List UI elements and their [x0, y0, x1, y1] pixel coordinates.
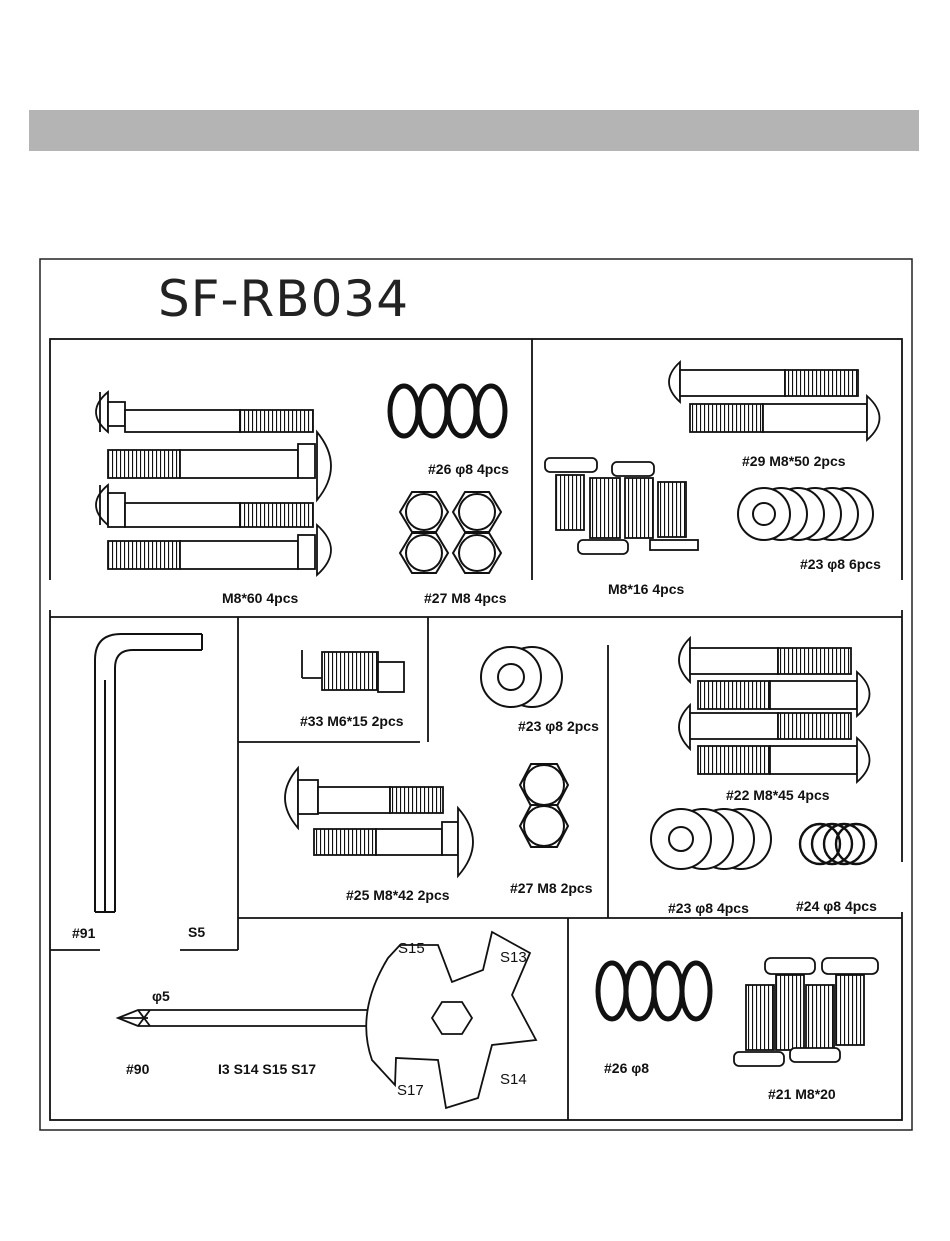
hex-nut-27-two-group	[520, 764, 568, 847]
carriage-bolt-m8x42-group	[285, 768, 473, 876]
flat-washer-23-two-group	[481, 647, 562, 707]
spring-washer-24-group	[800, 824, 876, 864]
carriage-bolt-m8x60-group	[96, 392, 331, 575]
label-25-bolt: #25 M8*42 2pcs	[346, 887, 450, 903]
label-26-bottom: #26 φ8	[604, 1060, 649, 1076]
label-24-washer: #24 φ8 4pcs	[796, 898, 877, 914]
label-23-six: #23 φ8 6pcs	[800, 556, 881, 572]
label-m8x16: M8*16 4pcs	[608, 581, 684, 597]
model-code: SF-RB034	[158, 270, 409, 328]
wrench-s17: S17	[397, 1082, 424, 1099]
label-26-washer: #26 φ8 4pcs	[428, 461, 509, 477]
flat-washer-23-six-group	[738, 488, 873, 540]
button-bolt-m8x45-group	[679, 638, 870, 782]
screwdriver-wrench-tool	[118, 932, 536, 1108]
label-27-two: #27 M8 2pcs	[510, 880, 593, 896]
label-21-screw: #21 M8*20	[768, 1086, 836, 1102]
wrench-s13: S13	[500, 949, 527, 966]
label-23-four: #23 φ8 4pcs	[668, 900, 749, 916]
flat-washer-23-four-group	[651, 809, 771, 869]
label-socket-sizes: I3 S14 S15 S17	[218, 1061, 316, 1077]
label-22-bolt: #22 M8*45 4pcs	[726, 787, 830, 803]
label-23-two: #23 φ8 2pcs	[518, 718, 599, 734]
label-90-tool: #90	[126, 1061, 150, 1077]
allen-key-s5	[95, 634, 202, 912]
label-29-bolt: #29 M8*50 2pcs	[742, 453, 846, 469]
label-27-nut: #27 M8 4pcs	[424, 590, 507, 606]
label-m8x60: M8*60 4pcs	[222, 590, 298, 606]
label-91-key: #91	[72, 925, 96, 941]
label-phi5: φ5	[152, 988, 170, 1004]
spring-washer-26-bottom-group	[598, 963, 710, 1019]
wrench-s15: S15	[398, 940, 425, 957]
label-33-screw: #33 M6*15 2pcs	[300, 713, 404, 729]
wrench-s14: S14	[500, 1071, 527, 1088]
spring-washer-26-group	[390, 386, 505, 436]
hex-nut-27-group	[400, 492, 501, 573]
machine-screw-m8x16-group	[545, 458, 698, 554]
machine-screw-m8x20-group	[734, 958, 878, 1066]
socket-screw-m6x15	[302, 650, 404, 692]
label-s5: S5	[188, 924, 205, 940]
button-bolt-m8x50-group	[669, 362, 880, 440]
